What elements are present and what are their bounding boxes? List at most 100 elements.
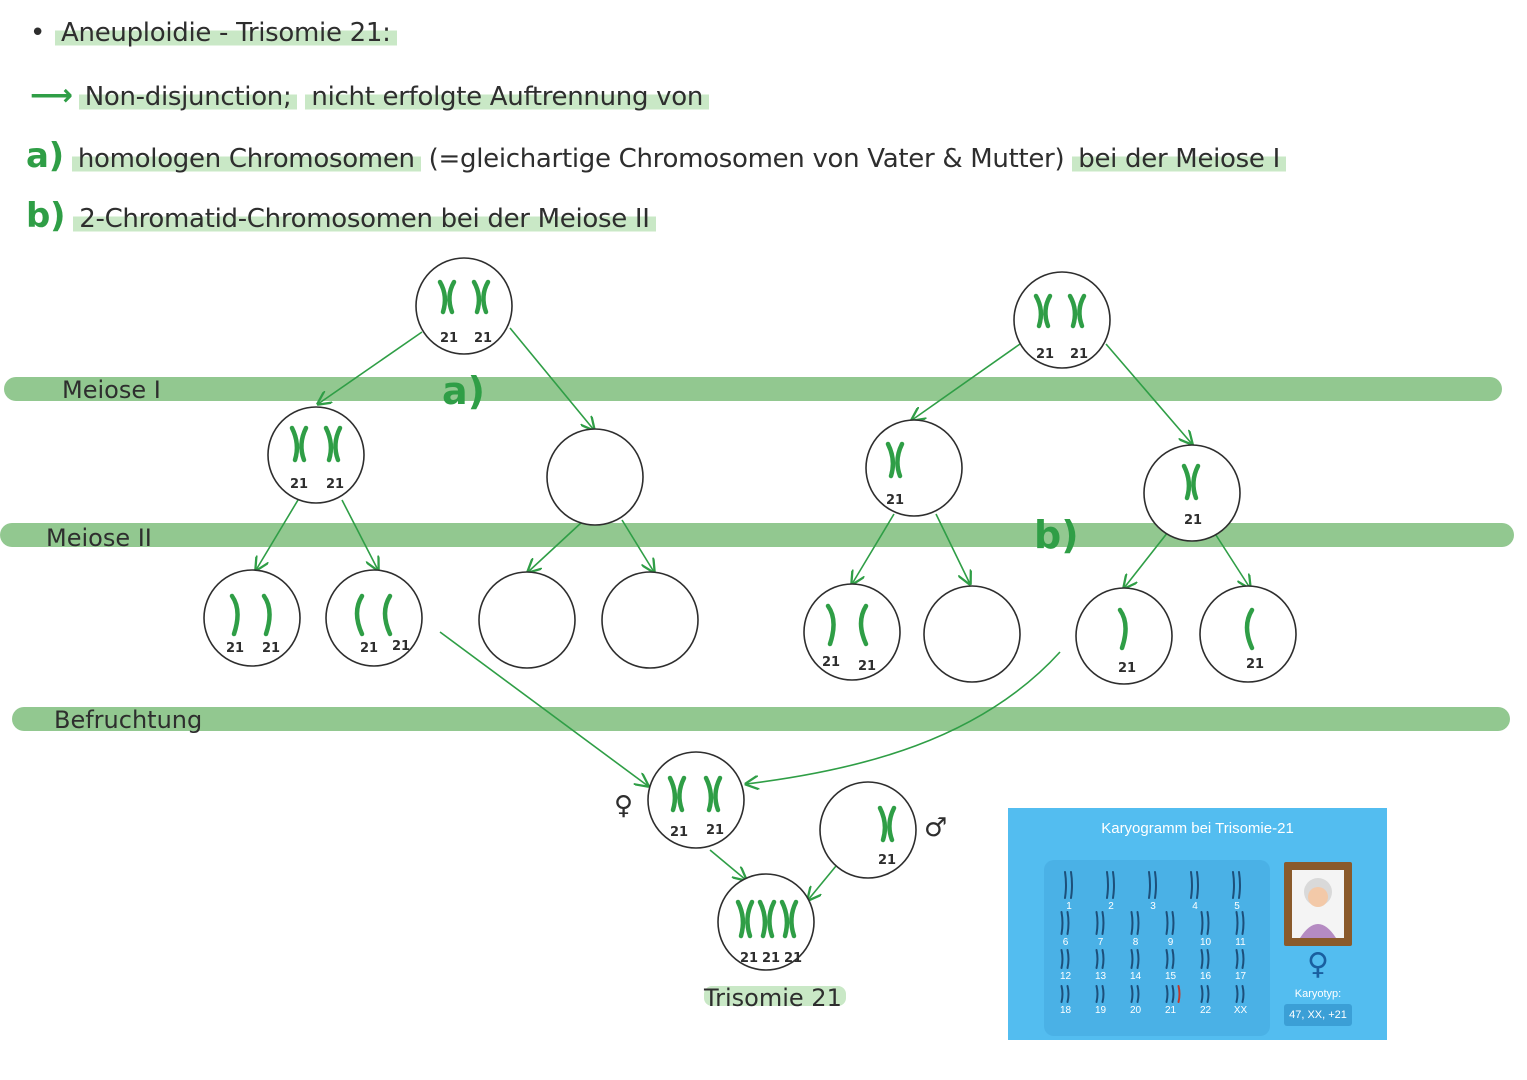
chromosome-x <box>703 775 723 813</box>
note-line-b: b) 2-Chromatid-Chromosomen bei der Meios… <box>26 196 656 236</box>
karyogram-number: 20 <box>1130 1005 1142 1016</box>
karyogram-chromosome-pair <box>1130 985 1140 1003</box>
karyogram-chromosome-pair <box>1200 949 1210 969</box>
band-meiose-1 <box>4 377 1502 401</box>
chromosome-x <box>667 775 687 813</box>
chromosome-x <box>437 279 457 315</box>
chromosome-label: 21 <box>1184 513 1202 528</box>
arrow-right-icon: ⟶ <box>30 78 73 113</box>
chromosome-label: 21 <box>1070 347 1088 362</box>
karyogram-chromosome-pair <box>1095 949 1105 969</box>
karyotyp-label: Karyotyp: <box>1294 988 1342 1000</box>
karyogram-chromosome-pair <box>1235 985 1245 1003</box>
gamete-a4 <box>601 571 699 669</box>
chromatid <box>382 593 393 637</box>
chromatid <box>1244 607 1255 651</box>
chromosome-x <box>289 425 309 463</box>
karyogram-number: 21 <box>1165 1005 1177 1016</box>
karyogram-number: 14 <box>1130 971 1142 982</box>
sperm-cell <box>819 781 917 879</box>
note-nondisjunction-line: ⟶Non-disjunction; nicht erfolgte Auftren… <box>30 78 710 113</box>
band-meiose-2 <box>0 523 1514 547</box>
marker-b: b) <box>1034 513 1079 557</box>
chromatid <box>229 593 240 637</box>
note-nondisjunction-term: Non-disjunction; <box>78 82 298 112</box>
chromosome-label: 21 <box>360 641 378 656</box>
chromosome-x <box>1067 293 1087 329</box>
karyogram-title: Karyogramm bei Trisomie-21 <box>1101 820 1294 837</box>
gamete-a3 <box>478 571 576 669</box>
result-label: Trisomie 21 <box>703 984 842 1012</box>
cell-meiose1-a-right <box>546 428 644 526</box>
karyogram-number: 2 <box>1108 901 1114 912</box>
cell-meiose1-b-right <box>1143 444 1241 542</box>
karyogram-chromosome-pair <box>1165 985 1181 1003</box>
karyogram-chromosome-pair <box>1200 911 1210 935</box>
karyogram-number: 4 <box>1192 901 1198 912</box>
chromosome-label: 21 <box>1118 661 1136 676</box>
chromosome-label: 21 <box>392 639 410 654</box>
egg-cell <box>647 751 745 849</box>
note-b-text: 2-Chromatid-Chromosomen bei der Meiose I… <box>73 204 656 234</box>
karyogram-number: 16 <box>1200 971 1212 982</box>
chromosome-label: 21 <box>822 655 840 670</box>
stage-label-meiose-2: Meiose II <box>46 524 152 552</box>
karyogram-number: 7 <box>1098 937 1104 948</box>
female-symbol: ♀ <box>614 791 633 821</box>
note-line-a: a) homologen Chromosomen (=gleichartige … <box>26 136 1286 176</box>
grandmother-icon <box>1300 878 1336 938</box>
chromosome-x <box>877 805 897 843</box>
karyogram-chromosome-pair <box>1190 871 1199 899</box>
chromatid <box>261 593 272 637</box>
marker-a: a) <box>442 369 485 413</box>
karyogram-chromosome-pair <box>1060 985 1070 1003</box>
karyogram-number: 5 <box>1234 901 1240 912</box>
chromosome-label: 21 <box>226 641 244 656</box>
chromosome-label: 21 <box>740 951 758 966</box>
chromosome-label: 21 <box>762 951 780 966</box>
male-symbol: ♂ <box>924 813 947 843</box>
cell-meiose1-b-left <box>865 419 963 517</box>
karyogram-chromosome-pair <box>1060 911 1070 935</box>
chromosome-x <box>885 441 905 479</box>
stage-label-meiose-1: Meiose I <box>62 376 161 404</box>
cell-parent-b <box>1013 271 1111 369</box>
karyogram-chromosome-pair <box>1095 985 1105 1003</box>
karyogram-chromosome-pair <box>1165 949 1175 969</box>
chromosome-x <box>779 899 799 939</box>
karyogram-chromosome-pair <box>1095 911 1105 935</box>
karyogram-number: 12 <box>1060 971 1072 982</box>
chromosome-label: 21 <box>1036 347 1054 362</box>
note-marker-a: a) <box>26 136 64 176</box>
karyogram-chromosome-pair <box>1165 911 1175 935</box>
chromosome-label: 21 <box>1246 657 1264 672</box>
portrait-image <box>1292 870 1344 938</box>
band-befruchtung <box>12 707 1510 731</box>
karyogram-number: XX <box>1234 1005 1248 1016</box>
note-title: Aneuploidie - Trisomie 21: <box>55 18 397 48</box>
cell-parent-a <box>415 257 513 355</box>
karyogram-number: 13 <box>1095 971 1107 982</box>
karyogram-chromosome-pair <box>1130 949 1140 969</box>
portrait-frame <box>1284 862 1352 946</box>
chromosome-x <box>323 425 343 463</box>
karyogram-number: 11 <box>1235 937 1246 948</box>
chromosome-label: 21 <box>440 331 458 346</box>
bullet-dot: • <box>30 18 46 48</box>
karyogram-chromosome-pair <box>1232 871 1241 899</box>
chromosome-label: 21 <box>706 823 724 838</box>
chromosome-x <box>735 899 755 939</box>
gamete-a2 <box>325 569 423 667</box>
chromosome-label: 21 <box>326 477 344 492</box>
chromosome-x <box>471 279 491 315</box>
karyogram-number: 17 <box>1235 971 1247 982</box>
chromosome-label: 21 <box>858 659 876 674</box>
chromosome-x <box>1033 293 1053 329</box>
note-marker-b: b) <box>26 196 66 236</box>
karyogram-female-icon: ♀ <box>1307 947 1329 982</box>
karyogram-chromosome-pair <box>1235 911 1245 935</box>
chromosome-label: 21 <box>886 493 904 508</box>
